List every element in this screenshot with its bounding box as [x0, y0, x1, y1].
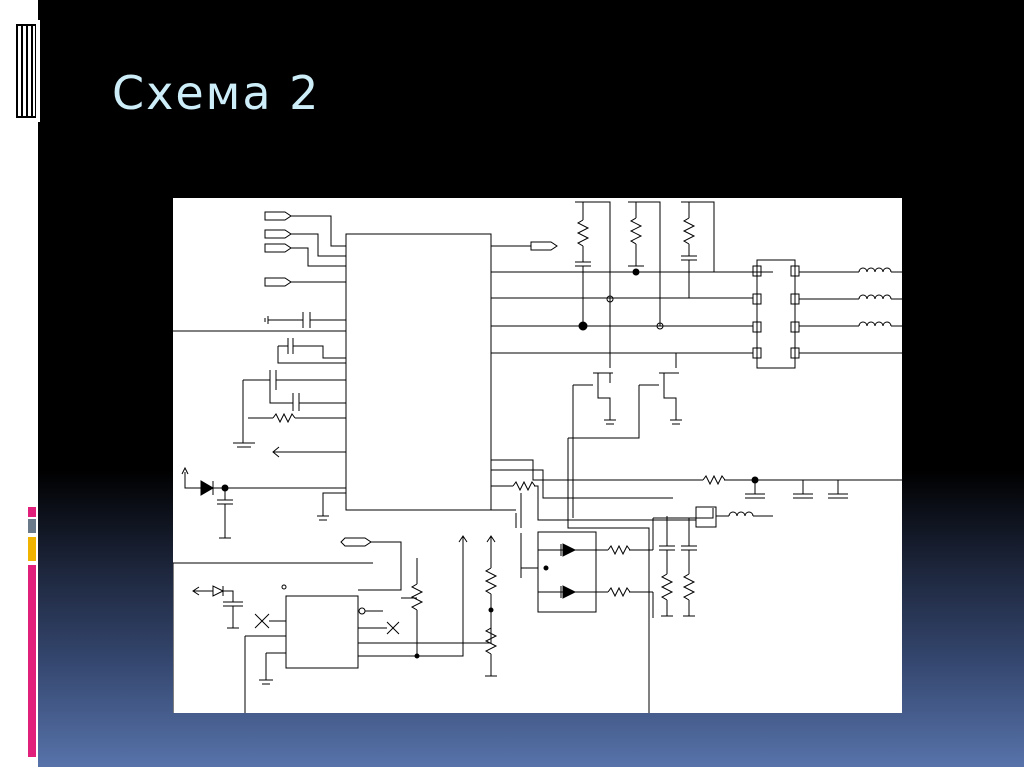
input-connectors — [264, 211, 346, 287]
circuit-schematic — [173, 198, 902, 713]
stacked-pages-icon — [14, 20, 40, 122]
slide-title: Схема 2 — [112, 66, 321, 120]
inductors — [799, 267, 902, 354]
accent-bar-magenta-bottom — [28, 565, 36, 757]
main-ic-block — [345, 233, 492, 511]
accent-bar-gray — [28, 519, 36, 533]
accent-bar-yellow — [28, 537, 36, 561]
secondary-ic-block — [285, 595, 359, 669]
accent-bar-magenta-top — [28, 507, 36, 517]
top-resistors — [575, 201, 715, 331]
